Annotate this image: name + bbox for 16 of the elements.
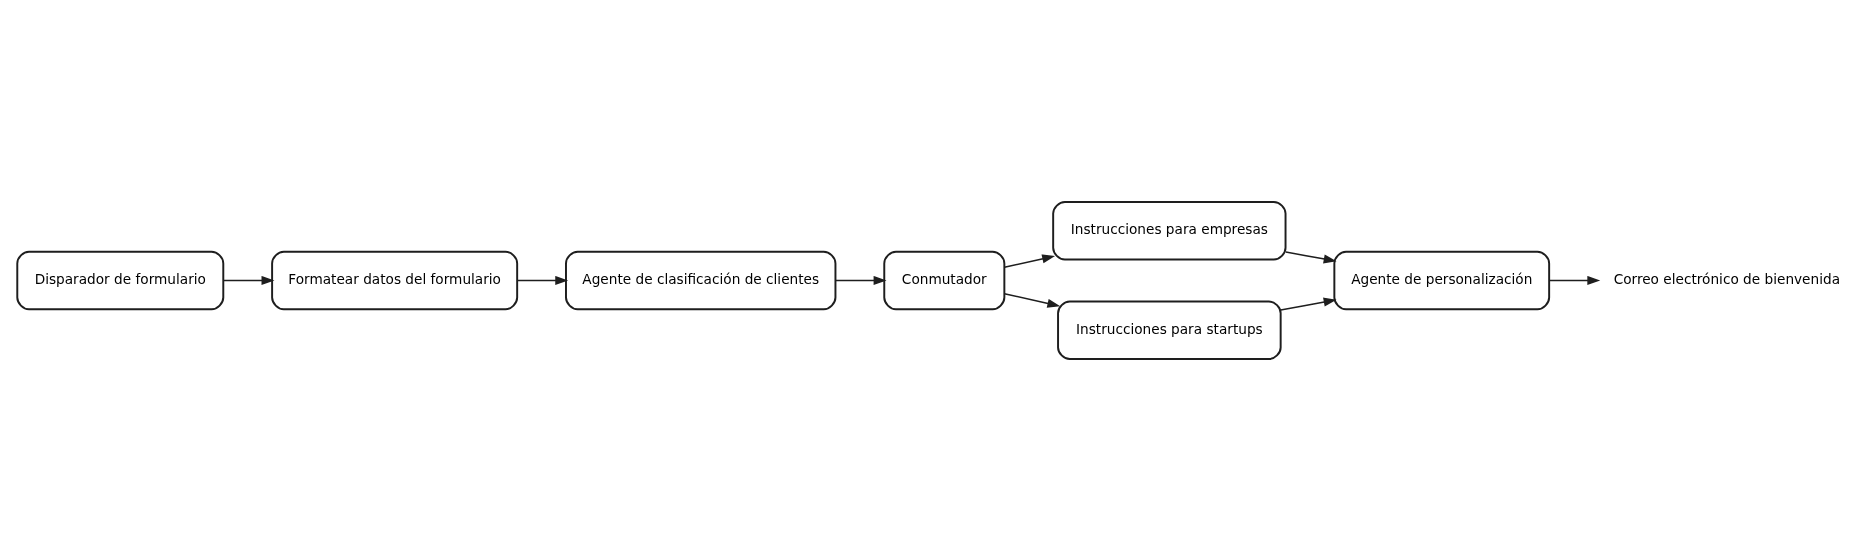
arrow [516,275,569,285]
arrow [1003,292,1061,308]
node-box: Agente de clasificación de clientes [565,250,837,310]
node-box: Agente de personalización [1333,250,1551,310]
arrow [222,275,275,285]
arrow [1285,250,1337,263]
arrow [834,275,887,285]
node-box: Formatear datos del formulario [271,250,519,310]
arrow [1279,297,1337,311]
arrow [1548,275,1601,285]
node-box: Disparador de formulario [16,250,225,310]
node-text: Correo electrónico de bienvenida [1613,270,1841,287]
node-box: Instrucciones para startups [1057,300,1282,360]
node-box: Conmutador [883,250,1006,310]
arrow [1003,253,1056,268]
node-box: Instrucciones para empresas [1052,200,1287,260]
